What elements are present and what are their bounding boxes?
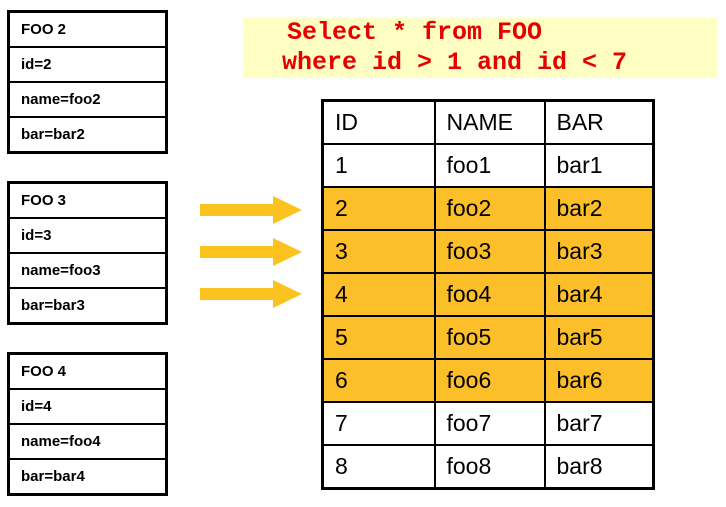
arrow-shape [200, 238, 302, 266]
record-box-title: FOO 2 [10, 13, 165, 46]
table-cell-bar: bar7 [543, 401, 655, 446]
table-row: 1 foo1 bar1 [321, 143, 655, 188]
sql-query-line1: Select * from FOO [287, 18, 543, 47]
record-field: bar=bar2 [10, 116, 165, 151]
table-header-row: ID NAME BAR [321, 99, 655, 145]
table-cell-bar: bar2 [543, 186, 655, 231]
table-cell-id: 8 [321, 444, 436, 490]
table-cell-bar: bar1 [543, 143, 655, 188]
table-row: 3 foo3 bar3 [321, 229, 655, 274]
table-row: 7 foo7 bar7 [321, 401, 655, 446]
result-table: ID NAME BAR 1 foo1 bar1 2 foo2 bar2 3 fo… [321, 99, 655, 490]
record-field: bar=bar4 [10, 458, 165, 493]
arrow-right-icon [200, 280, 302, 308]
arrow-shape [200, 196, 302, 224]
table-cell-id: 6 [321, 358, 436, 403]
arrow-shape [200, 280, 302, 308]
arrow-right-icon [200, 238, 302, 266]
record-box-title: FOO 3 [10, 184, 165, 217]
table-cell-id: 1 [321, 143, 436, 188]
record-box-foo4: FOO 4 id=4 name=foo4 bar=bar4 [7, 352, 168, 496]
record-box-title: FOO 4 [10, 355, 165, 388]
record-field: name=foo3 [10, 252, 165, 287]
table-row: 6 foo6 bar6 [321, 358, 655, 403]
table-cell-id: 4 [321, 272, 436, 317]
table-row: 5 foo5 bar5 [321, 315, 655, 360]
sql-query-banner: Select * from FOO where id > 1 and id < … [243, 18, 717, 78]
table-cell-name: foo7 [433, 401, 546, 446]
table-row: 8 foo8 bar8 [321, 444, 655, 490]
record-field: id=3 [10, 217, 165, 252]
table-cell-id: 3 [321, 229, 436, 274]
table-cell-name: foo2 [433, 186, 546, 231]
table-cell-bar: bar5 [543, 315, 655, 360]
column-header-name: NAME [433, 99, 546, 145]
table-cell-name: foo1 [433, 143, 546, 188]
table-cell-bar: bar6 [543, 358, 655, 403]
sql-query-line2: where id > 1 and id < 7 [282, 48, 628, 77]
table-cell-id: 5 [321, 315, 436, 360]
record-box-foo3: FOO 3 id=3 name=foo3 bar=bar3 [7, 181, 168, 325]
table-cell-bar: bar8 [543, 444, 655, 490]
table-cell-name: foo5 [433, 315, 546, 360]
table-cell-name: foo3 [433, 229, 546, 274]
record-field: name=foo2 [10, 81, 165, 116]
arrow-right-icon [200, 196, 302, 224]
table-cell-name: foo8 [433, 444, 546, 490]
column-header-id: ID [321, 99, 436, 145]
table-row: 2 foo2 bar2 [321, 186, 655, 231]
table-cell-id: 7 [321, 401, 436, 446]
record-field: name=foo4 [10, 423, 165, 458]
record-field: bar=bar3 [10, 287, 165, 322]
table-row: 4 foo4 bar4 [321, 272, 655, 317]
column-header-bar: BAR [543, 99, 655, 145]
record-field: id=2 [10, 46, 165, 81]
record-field: id=4 [10, 388, 165, 423]
table-cell-name: foo6 [433, 358, 546, 403]
table-cell-bar: bar4 [543, 272, 655, 317]
record-box-foo2: FOO 2 id=2 name=foo2 bar=bar2 [7, 10, 168, 154]
table-cell-id: 2 [321, 186, 436, 231]
table-cell-bar: bar3 [543, 229, 655, 274]
table-cell-name: foo4 [433, 272, 546, 317]
